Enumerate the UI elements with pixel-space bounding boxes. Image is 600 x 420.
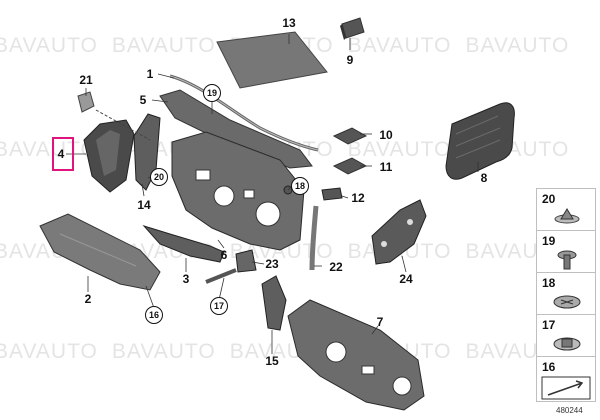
part-1-label: 1 xyxy=(146,67,154,81)
part-5-label: 5 xyxy=(139,93,147,107)
part-15-label: 15 xyxy=(265,354,279,368)
part-22-shape xyxy=(309,205,319,271)
part-23-label: 23 xyxy=(265,257,279,271)
fastener-19-label: 19 xyxy=(542,234,556,248)
part-8-label: 8 xyxy=(480,171,488,185)
fastener-17-label: 17 xyxy=(542,318,556,332)
part-16-callout: 16 xyxy=(145,306,163,324)
part-12-shape xyxy=(321,187,343,201)
part-9-label: 9 xyxy=(346,53,354,67)
fastener-cell-18: 18 xyxy=(537,273,595,315)
part-7-label: 7 xyxy=(376,315,384,329)
part-18-callout: 18 xyxy=(291,177,309,195)
part-6-label: 6 xyxy=(220,248,228,262)
part-23-shape xyxy=(235,249,257,273)
highlight-box xyxy=(52,137,74,171)
part-2-label: 2 xyxy=(84,292,92,306)
clip-20-icon xyxy=(554,208,580,224)
part-13-shape xyxy=(216,31,328,89)
part-17-shape xyxy=(205,268,237,284)
nut-17-icon xyxy=(553,337,581,351)
part-10-label: 10 xyxy=(379,128,393,142)
part-13-label: 13 xyxy=(282,16,296,30)
part-5-shape xyxy=(159,89,313,169)
part-11-label: 11 xyxy=(379,160,393,174)
fastener-cell-20: 20 xyxy=(537,189,595,231)
part-12-label: 12 xyxy=(351,191,365,205)
rivet-19-icon xyxy=(557,250,577,270)
fastener-16-label: 16 xyxy=(542,360,556,374)
fastener-cell-17: 17 xyxy=(537,315,595,357)
fastener-20-label: 20 xyxy=(542,192,556,206)
fastener-cell-19: 19 xyxy=(537,231,595,273)
part-3-label: 3 xyxy=(182,272,190,286)
part-24-shape xyxy=(371,199,427,265)
part-14-label: 14 xyxy=(137,198,151,212)
part-15-shape xyxy=(261,275,287,331)
part-22-label: 22 xyxy=(329,260,343,274)
diagram-id: 480244 xyxy=(556,406,583,415)
fastener-panel: 20 19 18 17 16 xyxy=(536,188,596,402)
part-10-shape xyxy=(332,127,368,145)
part-17-callout: 17 xyxy=(210,297,228,315)
part-7-shape xyxy=(287,299,425,411)
part-24-label: 24 xyxy=(399,272,413,286)
part-8-shape xyxy=(445,102,515,180)
part-9-shape xyxy=(341,17,365,39)
part-19-callout: 19 xyxy=(203,84,221,102)
reference-arrow-icon xyxy=(541,376,591,400)
part-4-label: 4 xyxy=(57,147,65,161)
part-3-shape xyxy=(142,224,225,263)
part-21-label: 21 xyxy=(79,73,93,87)
grommet-18-icon xyxy=(553,295,581,309)
part-20-callout: 20 xyxy=(150,168,168,186)
part-2-shape xyxy=(39,213,161,291)
fastener-18-label: 18 xyxy=(542,276,556,290)
